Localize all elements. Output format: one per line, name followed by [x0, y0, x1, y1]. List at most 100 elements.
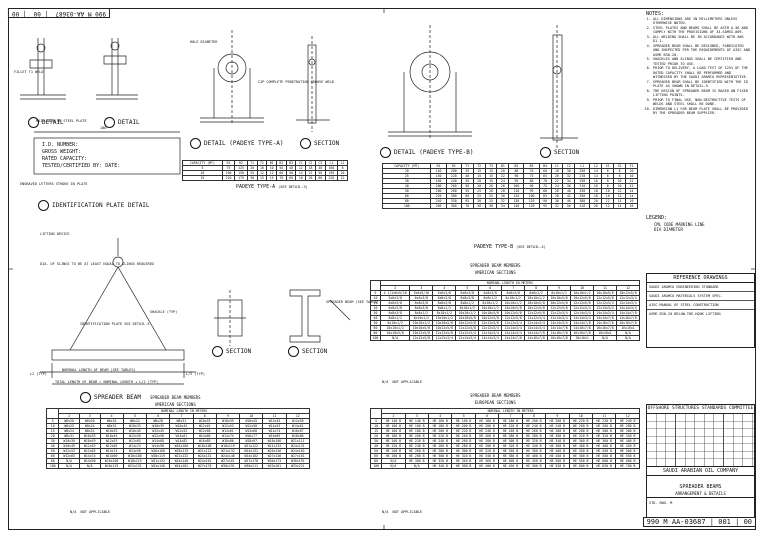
note-item: STEEL PLATES AND BEAMS SHALL BE ASTM A-3… — [653, 26, 752, 35]
table-cell: 14x16x7/8 — [615, 315, 641, 321]
drawing-number-text: 990 M AA-03687 — [646, 518, 706, 526]
id-plate-line-2: GROSS WEIGHT: — [42, 149, 82, 155]
table-cell: W33x201 — [262, 463, 287, 469]
spreader-title-text: SPREADER BEAM — [94, 394, 141, 401]
id-plate-bubble — [38, 200, 49, 211]
legend-heading: LEGEND: — [646, 215, 668, 221]
table-cell: HE 600 B — [568, 463, 593, 469]
id-plate-note-2: ENGRAVED LETTERS STROKE IN PLATE — [20, 182, 88, 186]
padeye-a-caption-note: (SEE DETAIL-3) — [278, 185, 308, 189]
legend-item: DIA DIAMETER — [654, 227, 683, 232]
table-cell: 175 — [234, 175, 248, 181]
drawing-plant-text: STD. DWG. — [649, 501, 668, 505]
table-cell: 410 — [574, 203, 591, 209]
table-cell: N/A — [615, 335, 641, 341]
table-cell: 15 — [266, 175, 277, 181]
table-cell: 10x12x5/8 — [547, 300, 572, 306]
table-cell: 16x16x1 — [570, 335, 595, 341]
table-cell: HE 400 B — [474, 463, 500, 469]
table-cell: 95 — [538, 203, 552, 209]
table-cell: 100 — [381, 203, 432, 209]
upper-members-footnote: N/A NOT APPLICABLE — [382, 380, 423, 384]
section-c-title: SECTION — [212, 346, 251, 357]
table-cell: 360 — [445, 203, 462, 209]
section-c-bubble — [212, 346, 223, 357]
table-cell: 12x12x3/4 — [432, 335, 457, 341]
table-cell: 10x12x5/8 — [524, 305, 549, 311]
table-cell: 10x10x5/8 — [547, 295, 572, 301]
table-cell: 10x10x5/8 — [455, 315, 480, 321]
table-cell: 10x12x5/8 — [432, 325, 457, 331]
drawing-sheet-text: 001 — [718, 518, 731, 526]
reference-drawings-block: REFERENCE DRAWINGS SAUDI ARAMCO ENGINEER… — [646, 273, 755, 348]
table-cell: N/A — [78, 463, 101, 469]
table-cell: 10x10x5/8 — [478, 310, 503, 316]
shackle-label: SHACKLE (TYP) — [150, 310, 178, 314]
detail-2-title-text: DETAIL — [118, 119, 140, 126]
id-plate-note-1: MAIN BEAM OR STEEL PLATE — [36, 119, 87, 123]
detail-1-title: DETAIL — [28, 117, 64, 128]
table-cell: 14x14x3/4 — [501, 330, 526, 336]
reference-row: ASME B30.20 BELOW-THE-HOOK LIFTING — [649, 312, 721, 316]
table-cell: 14x14x7/8 — [593, 315, 617, 321]
table-cell: 10x10x5/8 — [593, 290, 617, 296]
table-cell: 10x12x5/8 — [615, 290, 641, 296]
section-a-title: SECTION — [300, 138, 339, 149]
table-cell: W24x162 — [169, 463, 194, 469]
table-cell: 16 — [625, 203, 638, 209]
padeye-b-title-text: DETAIL (PADEYE TYPE-B) — [394, 149, 474, 156]
table-cell: 34 — [496, 203, 510, 209]
padeye-b-bubble — [380, 147, 391, 158]
id-plate-line-4: TESTED/CERTIFIED BY: DATE: — [42, 163, 121, 169]
total-length-label: TOTAL LENGTH OF BEAM = NOMINAL LENGTH + … — [55, 380, 159, 384]
table-cell: 120 — [523, 203, 540, 209]
table-cell: 10x10x5/8 — [432, 320, 457, 326]
table-cell: 30 — [484, 203, 498, 209]
table-cell: 12x14x3/4 — [570, 310, 595, 316]
table-cell: 14 — [613, 203, 626, 209]
european-members-title-text: SPREADER BEAM MEMBERS — [470, 393, 521, 398]
table-cell: 14x14x3/4 — [593, 310, 617, 316]
table-cell: 10x12x5/8 — [409, 330, 434, 336]
table-cell: 12x14x3/4 — [615, 300, 641, 306]
table-cell: 10x10x5/8 — [409, 325, 434, 331]
european-members-title: SPREADER BEAM MEMBERS EUROPEAN SECTIONS — [470, 392, 521, 406]
table-cell: 4 1/2x6x5/16 — [379, 290, 411, 296]
section-d-title-text: SECTION — [302, 348, 328, 355]
drawing-number-bottom: 990 M AA-03687 | 001 | 00 — [642, 517, 756, 527]
detail-2-bubble — [104, 117, 115, 128]
table-cell: 12x12x5/8 — [593, 295, 617, 301]
padeye-a-title: DETAIL (PADEYE TYPE-A) — [190, 138, 283, 149]
notes-block: NOTES: ALL DIMENSIONS ARE IN MILLIMETERS… — [646, 12, 752, 116]
american-members-subtitle: AMERICAN SECTIONS — [154, 402, 196, 407]
reference-row: AISC MANUAL OF STEEL CONSTRUCTION — [647, 301, 754, 310]
table-cell: 12x12x5/8 — [501, 315, 526, 321]
table-cell: 14x14x7/8 — [615, 310, 641, 316]
note-item: SPREADER BEAM SHALL BE IDENTIFIED WITH T… — [653, 80, 752, 89]
capacity-corner-cell — [370, 280, 381, 291]
padeye-b-caption-note: (SEE DETAIL-4) — [516, 245, 546, 249]
table-cell: 12x12x5/8 — [455, 325, 480, 331]
note-item: PRIOR TO FINAL USE, NON-DESTRUCTIVE TEST… — [653, 98, 752, 107]
section-b-title: SECTION — [540, 147, 579, 158]
table-cell: 16x16x7/8 — [615, 320, 641, 326]
table-cell: 26 — [305, 175, 316, 181]
table-cell: 14x14x3/4 — [570, 315, 595, 321]
note-item: SPREADER BEAM SHALL BE DESIGNED, FABRICA… — [653, 44, 752, 58]
table-cell: W18x119 — [99, 463, 124, 469]
european-members-subtitle: EUROPEAN SECTIONS — [474, 400, 516, 405]
